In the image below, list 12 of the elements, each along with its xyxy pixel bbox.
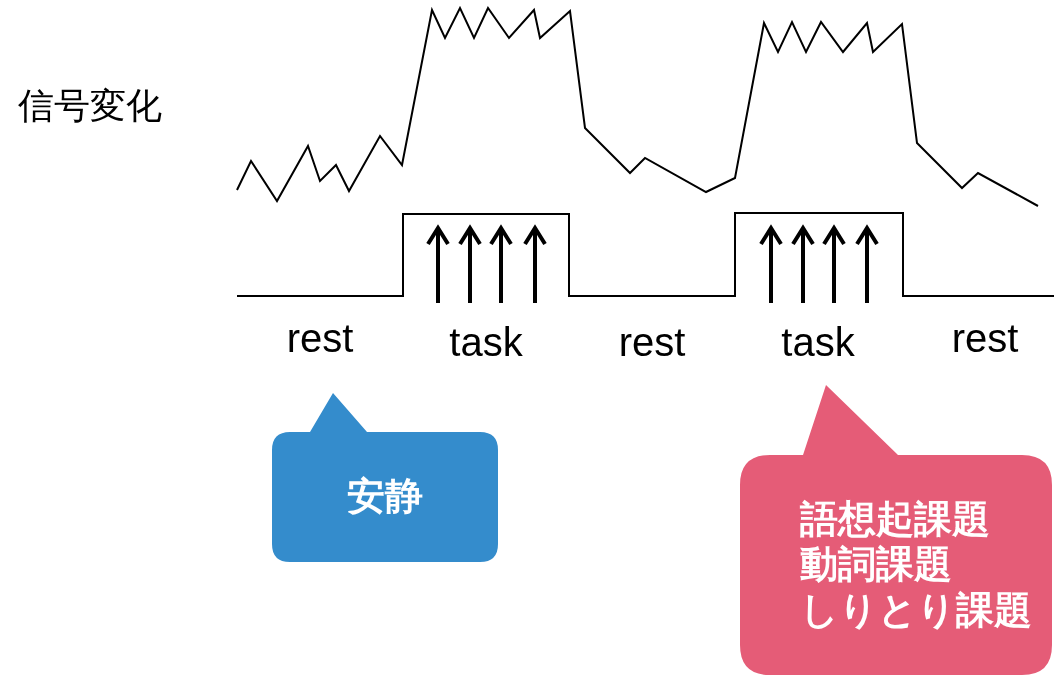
bubble-text: 動詞課題	[800, 542, 953, 588]
phase-label: rest	[285, 318, 355, 358]
axis-label: 信号変化	[18, 85, 162, 126]
bubble-text: しりとり課題	[800, 587, 1033, 634]
speech-bubble	[740, 385, 1052, 675]
phase-label: task	[448, 322, 524, 362]
bubble-text: 安静	[347, 474, 423, 520]
phase-label: rest	[950, 318, 1020, 358]
phase-label: task	[780, 322, 856, 362]
speech-bubble	[272, 393, 498, 562]
bubble-text: 語想起課題	[800, 496, 991, 543]
phase-label: rest	[617, 322, 687, 362]
